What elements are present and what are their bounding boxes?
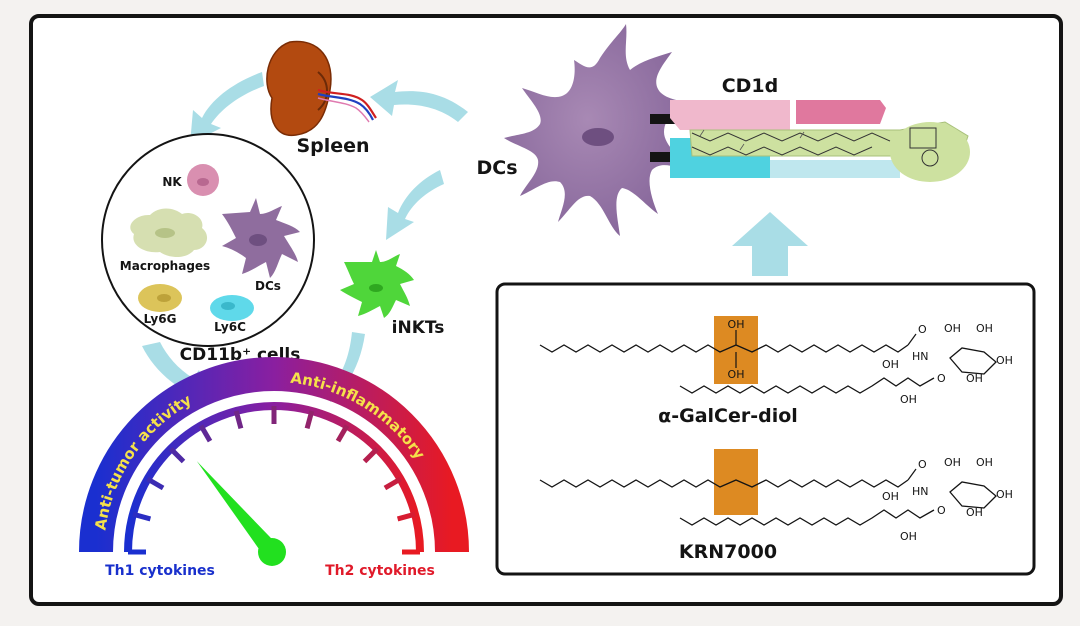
ly6g-label: Ly6G <box>144 312 177 326</box>
ly6c-nucleus <box>221 302 235 310</box>
krn-hn: HN <box>912 485 929 498</box>
diol-carbonyl-o: O <box>918 323 927 336</box>
th2-label: Th2 cytokines <box>325 563 435 579</box>
gauge-tick <box>396 511 416 522</box>
dc-cell-nucleus <box>582 128 614 146</box>
diol-glycosidic-o: O <box>937 372 946 385</box>
macrophages-label: Macrophages <box>120 259 210 273</box>
arrow-dcs-to-inkt <box>386 170 444 240</box>
krn7000-structure: O HN OH OH O OH OH OH OH <box>539 449 1013 543</box>
ly6c-label: Ly6C <box>214 320 246 334</box>
krn-chain-oh-2: OH <box>900 530 917 543</box>
diol-sugar-oh-1: OH <box>944 322 961 335</box>
arrow-molecules-up <box>732 212 808 276</box>
molecules-box <box>495 282 1036 576</box>
krn-sugar-oh-3: OH <box>996 488 1013 501</box>
diol-highlight <box>714 316 758 384</box>
diol-sugar-oh-3: OH <box>996 354 1013 367</box>
gauge-tick <box>198 424 213 443</box>
diol-name-label: α-GalCer-diol <box>658 405 798 427</box>
inkts-label: iNKTs <box>392 318 445 338</box>
gauge-tick <box>304 410 315 430</box>
gauge-tick <box>233 410 244 430</box>
inkt-cell-icon <box>340 250 414 318</box>
gauge-tick <box>362 447 379 464</box>
diol-chain-oh-1: OH <box>882 358 899 371</box>
gauge-ticks <box>128 406 420 555</box>
macrophage-nucleus <box>155 228 175 238</box>
inkt-nucleus <box>369 284 383 292</box>
diol-sugar-oh-4: OH <box>966 372 983 385</box>
diol-structure: OH OH O HN OH OH O OH OH OH OH <box>539 316 1013 406</box>
th1-label: Th1 cytokines <box>105 563 215 579</box>
nk-label: NK <box>162 175 182 189</box>
gauge-tick <box>335 424 350 443</box>
cd1d-receptor <box>650 100 970 182</box>
krn-sugar-oh-4: OH <box>966 506 983 519</box>
diol-oh-bottom: OH <box>728 368 745 381</box>
gauge-tick <box>146 476 165 491</box>
dcs-main-label: DCs <box>476 157 517 179</box>
krn-carbonyl-o: O <box>918 458 927 471</box>
diol-hn: HN <box>912 350 929 363</box>
krn-sugar-oh-2: OH <box>976 456 993 469</box>
gauge-hub <box>258 538 286 566</box>
diol-oh-top: OH <box>728 318 745 331</box>
arrow-spleen-to-circle <box>190 72 264 144</box>
arrow-dcs-to-spleen <box>370 80 468 122</box>
gauge-tick <box>132 511 152 522</box>
diol-sugar-oh-2: OH <box>976 322 993 335</box>
krn-glycosidic-o: O <box>937 504 946 517</box>
gauge-needle <box>196 461 279 558</box>
krn-chain-oh-1: OH <box>882 490 899 503</box>
krn-name-label: KRN7000 <box>679 541 777 563</box>
diol-chain-oh-2: OH <box>900 393 917 406</box>
nk-cell-nucleus <box>197 178 209 186</box>
cd1d-label: CD1d <box>722 75 779 97</box>
gauge-tick <box>383 476 402 491</box>
gauge-tick <box>169 447 186 464</box>
spleen-label: Spleen <box>296 135 369 157</box>
ly6g-nucleus <box>157 294 171 302</box>
krn-sugar-oh-1: OH <box>944 456 961 469</box>
krn-highlight <box>714 449 758 515</box>
dcs-small-label: DCs <box>255 279 281 293</box>
dc-small-nucleus <box>249 234 267 246</box>
spleen-icon <box>266 40 377 136</box>
